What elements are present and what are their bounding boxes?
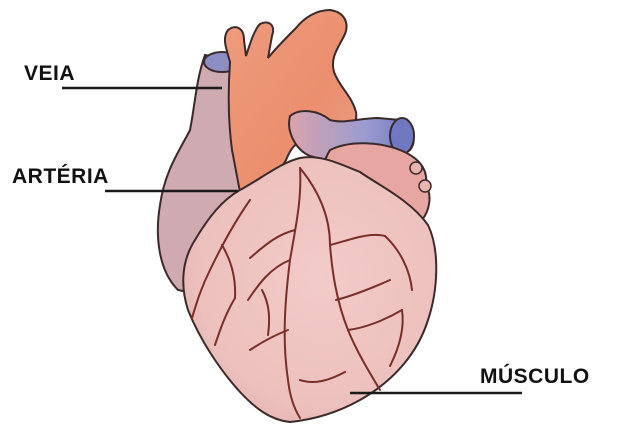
vessel-stub-2	[419, 180, 431, 192]
muscle-label: MÚSCULO	[480, 366, 590, 387]
artery-label: ARTÉRIA	[12, 166, 109, 187]
vessel-stub-1	[410, 162, 422, 174]
vein-label: VEIA	[24, 63, 75, 84]
